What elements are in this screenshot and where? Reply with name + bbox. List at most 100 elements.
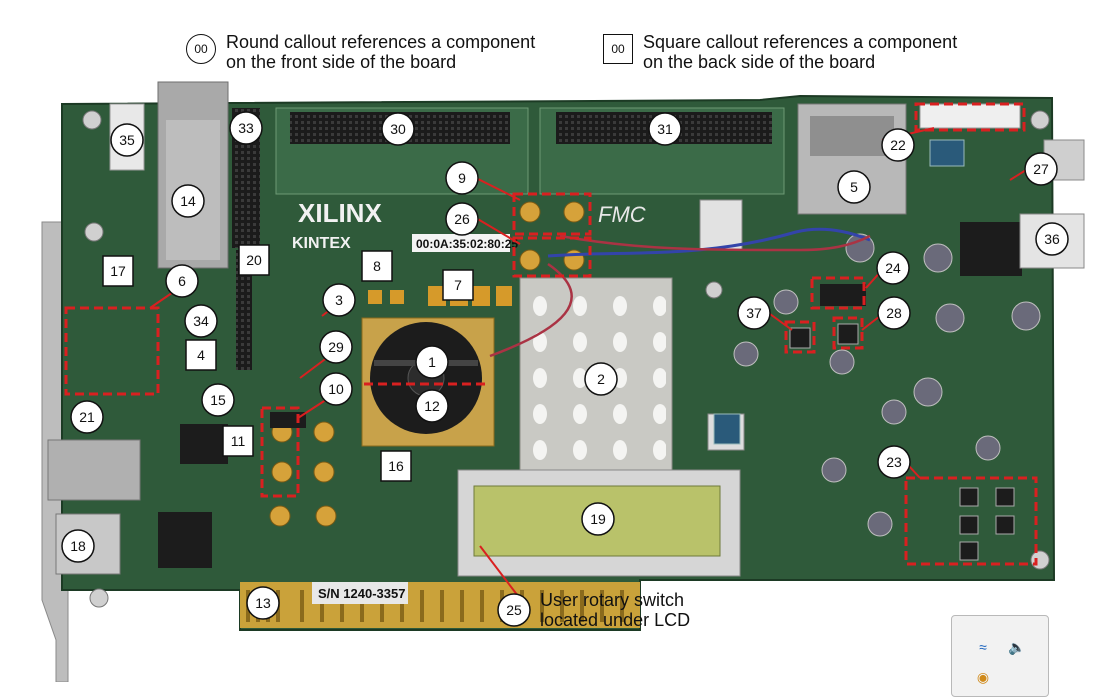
callout-19-shape (581, 502, 615, 536)
round-callout-symbol: 00 (186, 34, 216, 64)
callout-14-shape (171, 184, 205, 218)
callout-30-label: 30 (390, 121, 406, 137)
callout-30: 30 (381, 112, 415, 146)
chip (158, 512, 212, 568)
callout-12-shape (415, 389, 449, 423)
callout-10-shape (319, 372, 353, 406)
callout-5-label: 5 (850, 179, 858, 195)
callout-7-shape (442, 269, 474, 301)
callout-2-label: 2 (597, 371, 605, 387)
callout-11-shape (222, 425, 254, 457)
callout-1-shape (415, 345, 449, 379)
callout-29-label: 29 (328, 339, 344, 355)
callout-28: 28 (877, 296, 911, 330)
callout-25-label: 25 (506, 602, 522, 618)
callout-30-shape (381, 112, 415, 146)
rotary-note-line1: User rotary switch (540, 590, 685, 610)
callout-24: 24 (876, 251, 910, 285)
blue-modules (713, 139, 965, 445)
dip-switch (270, 412, 306, 428)
callout-20: 20 (238, 244, 270, 276)
square-callout-symbol: 00 (603, 34, 633, 64)
callout-5: 5 (837, 170, 871, 204)
callout-17-shape (102, 255, 134, 287)
rotary-switch-note: User rotary switch located under LCD (540, 590, 690, 630)
sma-connectors (269, 201, 585, 527)
electrolytic-caps (733, 233, 1041, 537)
xilinx-logo-text: XILINX (298, 198, 382, 228)
callout-8: 8 (361, 250, 393, 282)
callout-26-label: 26 (454, 211, 470, 227)
cable (559, 234, 871, 252)
callout-27-label: 27 (1033, 161, 1049, 177)
callout-29: 29 (319, 330, 353, 364)
paint-icon[interactable]: ◉ (976, 668, 990, 685)
callout-25: 25 (497, 593, 531, 627)
callout-19: 19 (581, 502, 615, 536)
callout-36-label: 36 (1044, 231, 1060, 247)
ethernet-jack (47, 439, 141, 501)
callout-24-label: 24 (885, 260, 901, 276)
callout-25-shape (497, 593, 531, 627)
callout-6: 6 (165, 264, 199, 298)
callout-20-label: 20 (246, 252, 262, 268)
board-diagram: FMC XILINX KINTEX 00:0A:35:02:80:25 (41, 81, 1085, 682)
callout-6-label: 6 (178, 273, 186, 289)
callout-33-shape (229, 111, 263, 145)
callout-22-shape (881, 128, 915, 162)
callout-3-shape (322, 283, 356, 317)
callout-15-shape (201, 383, 235, 417)
fmc-logo-text: FMC (598, 202, 646, 227)
callout-20-shape (238, 244, 270, 276)
callout-2-shape (584, 362, 618, 396)
legend-round-text: Round callout references a component on … (226, 32, 536, 72)
callout-14-label: 14 (180, 193, 196, 209)
callout-18-shape (61, 529, 95, 563)
callout-3-label: 3 (335, 292, 343, 308)
power-jack (960, 222, 1022, 276)
callout-31: 31 (648, 112, 682, 146)
callout-6-shape (165, 264, 199, 298)
callout-36: 36 (1035, 222, 1069, 256)
callout-34-label: 34 (193, 313, 209, 329)
callout-12-label: 12 (424, 398, 440, 414)
serial-number: S/N 1240-3357 (318, 586, 405, 601)
rotary-note-line2: located under LCD (540, 610, 691, 630)
callout-29-shape (319, 330, 353, 364)
callout-34: 34 (184, 304, 218, 338)
callout-15-label: 15 (210, 392, 226, 408)
callout-33: 33 (229, 111, 263, 145)
callout-27: 27 (1024, 152, 1058, 186)
legend-square-text: Square callout references a component on… (643, 32, 958, 72)
callout-9: 9 (445, 161, 479, 195)
callout-4-label: 4 (197, 347, 205, 363)
callout-33-label: 33 (238, 120, 254, 136)
callout-4: 4 (185, 339, 217, 371)
callout-3: 3 (322, 283, 356, 317)
callout-34-shape (184, 304, 218, 338)
callout-26-shape (445, 202, 479, 236)
callout-16-shape (380, 450, 412, 482)
dip-switch (820, 284, 866, 306)
callout-1-label: 1 (428, 354, 436, 370)
mac-label (412, 234, 510, 252)
network-icon[interactable]: ≈ (979, 639, 987, 655)
callout-11: 11 (222, 425, 254, 457)
callout-21-shape (70, 400, 104, 434)
callout-24-shape (876, 251, 910, 285)
inductor (699, 199, 743, 251)
callout-14: 14 (171, 184, 205, 218)
speaker-icon[interactable]: 🔈 (1008, 638, 1026, 655)
mac-address: 00:0A:35:02:80:25 (416, 237, 518, 251)
callout-1: 1 (415, 345, 449, 379)
pushbuttons (789, 323, 1015, 561)
system-tray: ≈ 🔈 ◉ (951, 615, 1049, 697)
callout-15: 15 (201, 383, 235, 417)
callout-37: 37 (737, 296, 771, 330)
callout-17-label: 17 (110, 263, 126, 279)
callout-16-label: 16 (388, 458, 404, 474)
callout-8-label: 8 (373, 258, 381, 274)
callout-22: 22 (881, 128, 915, 162)
callout-23-shape (877, 445, 911, 479)
header-20 (236, 250, 252, 370)
